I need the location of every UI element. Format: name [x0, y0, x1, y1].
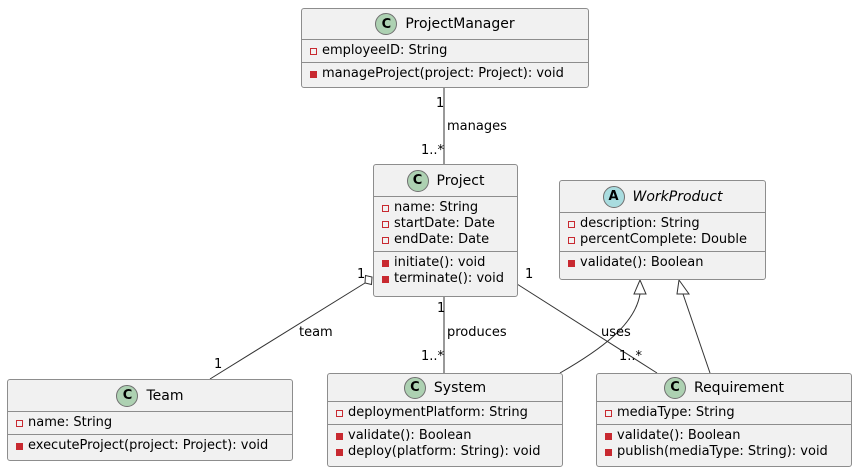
attribute-compartment: description: String percentComplete: Dou…: [560, 213, 765, 252]
method: validate(): Boolean: [336, 428, 562, 444]
abstract-stereotype-icon: A: [602, 185, 625, 208]
private-visibility-icon: [605, 432, 612, 440]
method-compartment: validate(): Boolean deploy(platform: Str…: [328, 425, 562, 463]
method: deploy(platform: String): void: [336, 444, 562, 460]
attribute-compartment: deploymentPlatform: String: [328, 402, 562, 425]
private-visibility-icon: [382, 259, 389, 267]
mult-team-target: 1: [214, 357, 223, 372]
edge-generalization-system: [559, 293, 641, 374]
class-header: A WorkProduct: [560, 181, 765, 213]
method-compartment: initiate(): void terminate(): void: [374, 252, 517, 290]
private-visibility-icon: [382, 275, 389, 283]
private-visibility-icon: [568, 236, 575, 244]
private-visibility-icon: [336, 448, 343, 456]
attribute-compartment: employeeID: String: [302, 40, 588, 63]
aggregation-diamond: [364, 274, 373, 286]
method: initiate(): void: [382, 255, 517, 271]
class-stereotype-icon: C: [116, 384, 139, 407]
private-visibility-icon: [336, 432, 343, 440]
class-name: Requirement: [693, 379, 785, 396]
class-projectmanager[interactable]: C ProjectManager employeeID: String mana…: [301, 8, 589, 88]
attribute: name: String: [382, 200, 517, 216]
edge-generalization-requirement: [682, 293, 711, 374]
private-visibility-icon: [16, 419, 23, 427]
class-name: Team: [146, 387, 184, 404]
mult-produces-source: 1: [437, 301, 446, 316]
label-produces: produces: [447, 325, 507, 340]
attribute-compartment: name: String: [8, 412, 292, 435]
attribute: endDate: Date: [382, 232, 517, 248]
method: executeProject(project: Project): void: [16, 438, 292, 454]
method: validate(): Boolean: [568, 255, 765, 271]
class-header: C Requirement: [597, 374, 851, 402]
class-name: System: [433, 379, 487, 396]
private-visibility-icon: [568, 220, 575, 228]
attribute-compartment: name: String startDate: Date endDate: Da…: [374, 197, 517, 252]
private-visibility-icon: [382, 236, 389, 244]
attribute: startDate: Date: [382, 216, 517, 232]
attribute: employeeID: String: [310, 43, 588, 59]
label-uses: uses: [601, 325, 631, 340]
class-team[interactable]: C Team name: String executeProject(proje…: [7, 379, 293, 461]
label-manages: manages: [447, 119, 507, 134]
edge-team: [209, 282, 366, 380]
class-header: C System: [328, 374, 562, 402]
private-visibility-icon: [382, 204, 389, 212]
mult-uses-target: 1..*: [619, 349, 643, 364]
private-visibility-icon: [336, 409, 343, 417]
method-compartment: validate(): Boolean publish(mediaType: S…: [597, 425, 851, 463]
class-project[interactable]: C Project name: String startDate: Date e…: [373, 164, 518, 297]
private-visibility-icon: [310, 70, 317, 78]
class-requirement[interactable]: C Requirement mediaType: String validate…: [596, 373, 852, 467]
private-visibility-icon: [310, 47, 317, 55]
label-team: team: [299, 325, 333, 340]
edge-uses: [516, 283, 658, 374]
class-stereotype-icon: C: [406, 169, 429, 192]
class-workproduct[interactable]: A WorkProduct description: String percen…: [559, 180, 766, 280]
class-name: Project: [436, 172, 485, 189]
class-header: C Project: [374, 165, 517, 197]
mult-team-source: 1: [357, 267, 366, 282]
method: publish(mediaType: String): void: [605, 444, 851, 460]
method-compartment: manageProject(project: Project): void: [302, 63, 588, 85]
mult-uses-source: 1: [525, 267, 534, 282]
mult-produces-target: 1..*: [421, 349, 445, 364]
private-visibility-icon: [605, 409, 612, 417]
attribute-compartment: mediaType: String: [597, 402, 851, 425]
attribute: percentComplete: Double: [568, 232, 765, 248]
generalization-arrow-requirement: [676, 278, 690, 295]
attribute: description: String: [568, 216, 765, 232]
private-visibility-icon: [605, 448, 612, 456]
class-stereotype-icon: C: [663, 376, 686, 399]
class-system[interactable]: C System deploymentPlatform: String vali…: [327, 373, 563, 467]
class-stereotype-icon: C: [375, 13, 398, 35]
attribute: deploymentPlatform: String: [336, 405, 562, 421]
class-name: ProjectManager: [405, 16, 515, 32]
mult-manages-target: 1..*: [421, 143, 445, 158]
private-visibility-icon: [16, 442, 23, 450]
private-visibility-icon: [568, 259, 575, 267]
method-compartment: validate(): Boolean: [560, 252, 765, 274]
method: terminate(): void: [382, 271, 517, 287]
method: validate(): Boolean: [605, 428, 851, 444]
generalization-arrow-system: [633, 278, 647, 295]
method: manageProject(project: Project): void: [310, 66, 588, 82]
mult-manages-source: 1: [436, 96, 445, 111]
class-name: WorkProduct: [632, 188, 723, 205]
attribute: mediaType: String: [605, 405, 851, 421]
class-header: C ProjectManager: [302, 9, 588, 40]
class-header: C Team: [8, 380, 292, 412]
class-stereotype-icon: C: [403, 376, 426, 399]
attribute: name: String: [16, 415, 292, 431]
method-compartment: executeProject(project: Project): void: [8, 435, 292, 457]
private-visibility-icon: [382, 220, 389, 228]
